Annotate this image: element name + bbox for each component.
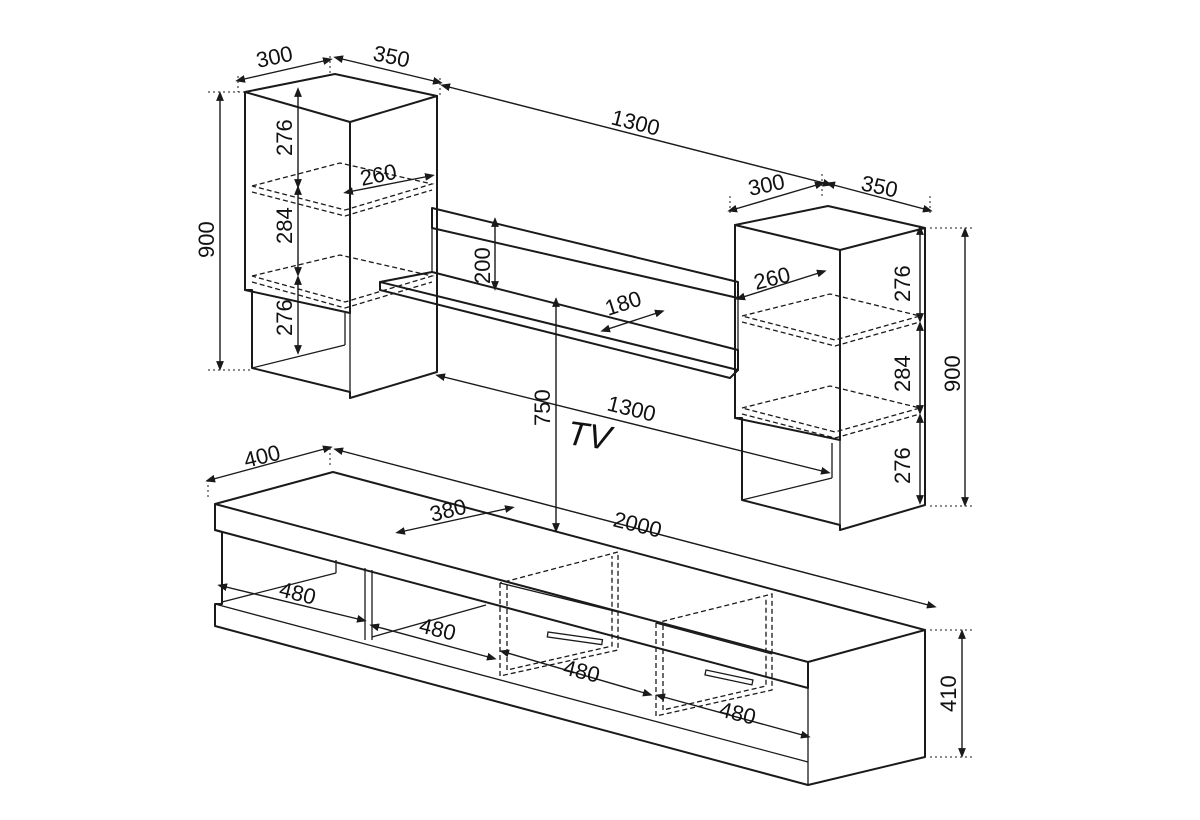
- label-left-comp-1: 276: [272, 119, 297, 156]
- label-left-comp-3: 276: [272, 299, 297, 336]
- left-wall-cabinet: [244, 73, 438, 399]
- tv-shelf-panel: [379, 207, 739, 379]
- label-left-shelf-depth: 260: [358, 159, 399, 191]
- label-base-width: 2000: [611, 507, 665, 543]
- dimension-lines: [205, 55, 975, 758]
- label-comp-width-2: 480: [417, 613, 459, 646]
- label-base-depth: 400: [241, 440, 283, 473]
- label-right-comp-3: 276: [890, 447, 915, 484]
- label-shelf-depth: 180: [602, 286, 645, 321]
- label-span-top: 1300: [609, 105, 663, 141]
- label-left-comp-2: 284: [272, 207, 297, 244]
- label-comp-width-3: 480: [561, 655, 603, 688]
- label-base-height: 410: [936, 675, 961, 712]
- label-left-height: 900: [194, 221, 219, 258]
- label-left-cab-depth: 300: [254, 41, 295, 73]
- label-right-shelf-depth: 260: [751, 262, 793, 295]
- label-panel-height: 200: [470, 247, 495, 284]
- label-right-cab-width: 350: [859, 170, 900, 202]
- label-right-comp-1: 276: [890, 265, 915, 302]
- label-comp-width-4: 480: [717, 697, 759, 730]
- label-right-height: 900: [940, 355, 965, 392]
- dimension-labels: 300 350 1300 260 276 284 276 900 200 180…: [194, 40, 965, 729]
- label-tv: TV: [565, 414, 617, 458]
- label-right-comp-2: 284: [890, 355, 915, 392]
- label-tv-height: 750: [530, 389, 555, 426]
- label-comp-width-1: 480: [277, 577, 319, 610]
